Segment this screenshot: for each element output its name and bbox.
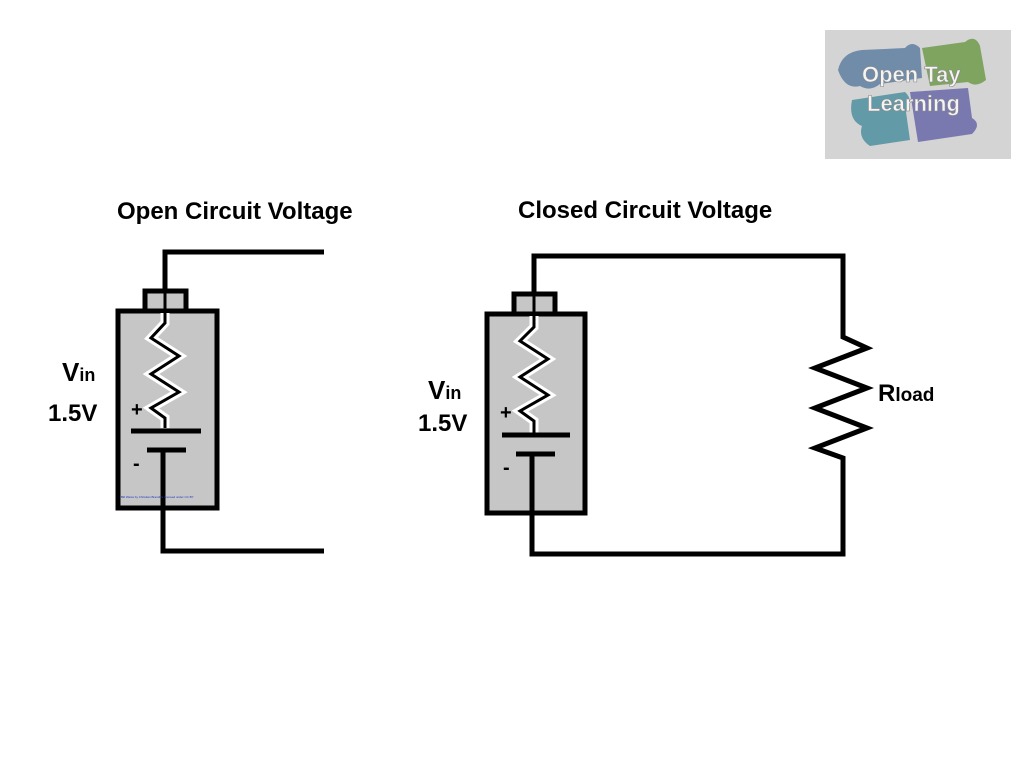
open-circuit-top-wire: [162, 249, 324, 293]
closed-circuit-top-wire: [531, 253, 846, 332]
open-circuit-title: Open Circuit Voltage: [117, 198, 353, 225]
open-plus-sign: +: [131, 399, 143, 421]
closed-circuit-title: Closed Circuit Voltage: [518, 197, 772, 224]
closed-internal-resistor-symbol: [517, 316, 551, 433]
open-internal-resistor-symbol: [148, 313, 182, 428]
open-image-credit: Bill Weiss by Christian Brandt is licens…: [121, 495, 194, 499]
closed-plus-sign: +: [500, 402, 512, 424]
logo-text-line2: Learning: [867, 91, 960, 116]
closed-minus-sign: -: [503, 457, 510, 479]
open-minus-sign: -: [133, 453, 140, 475]
load-resistor-symbol: [807, 332, 874, 462]
open-circuit-bottom-wire: [160, 506, 324, 554]
closed-circuit-diagram: Closed Circuit Voltage Rload + - Vin 1.5…: [418, 197, 934, 557]
closed-voltage-value: 1.5V: [418, 410, 467, 437]
logo-puzzle-piece-purple: [910, 88, 977, 142]
logo-puzzle-piece-teal: [851, 92, 910, 146]
logo-puzzle-piece-green: [922, 38, 986, 86]
open-circuit-diagram: Open Circuit Voltage + - Bill Weiss by C…: [48, 198, 353, 554]
closed-circuit-bottom-wire: [529, 462, 846, 557]
load-resistor-label: Rload: [878, 380, 934, 407]
open-voltage-value: 1.5V: [48, 400, 97, 427]
open-vin-label: Vin: [62, 357, 95, 387]
closed-vin-label: Vin: [428, 375, 461, 405]
open-tay-learning-logo: Open Tay Learning: [825, 30, 1011, 159]
logo-puzzle-piece-blue: [838, 44, 922, 89]
logo-text-line1: Open Tay: [862, 62, 961, 87]
